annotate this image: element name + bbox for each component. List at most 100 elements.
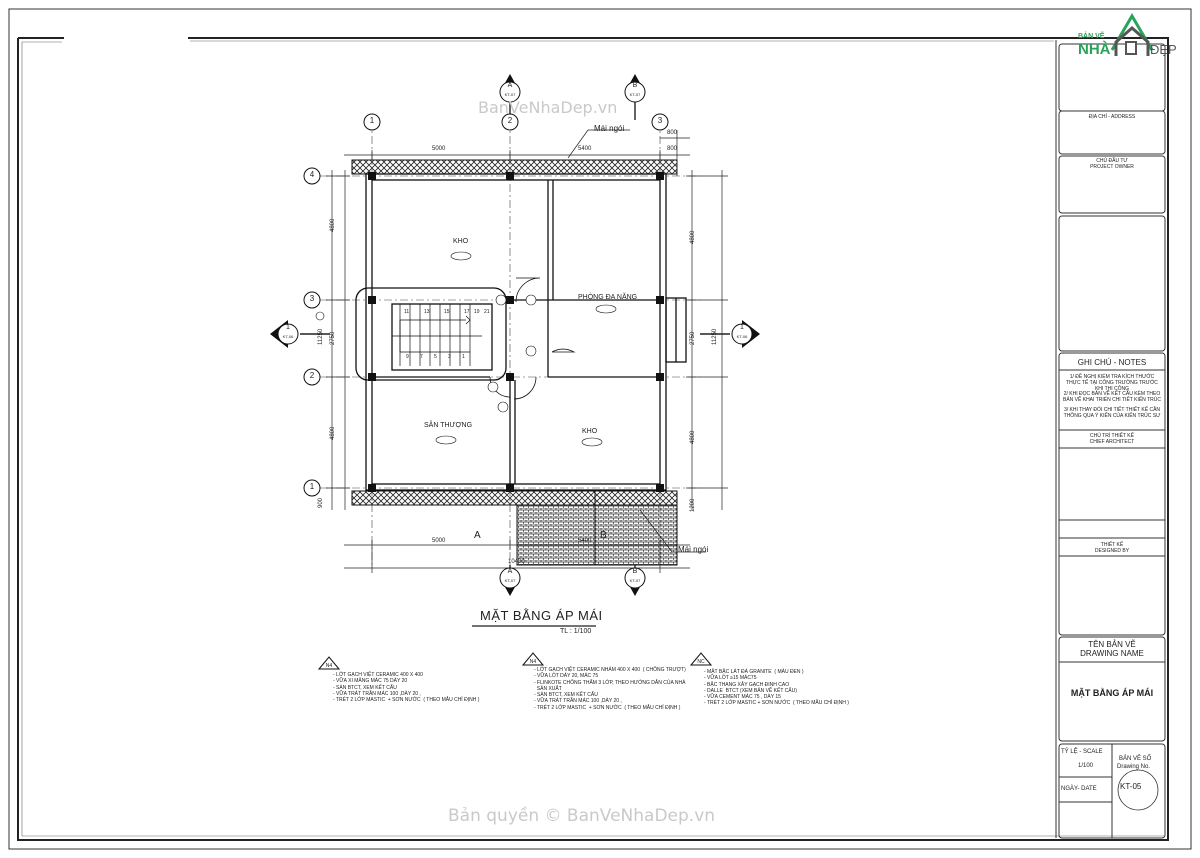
note-3: 3/ KHI THAY ĐỔI CHI TIẾT THIẾT KẾ CẦN TH… <box>1063 407 1161 419</box>
logo-text-right: ĐẸP <box>1150 42 1177 57</box>
chief-label-en: CHIEF ARCHITECT <box>1089 439 1135 445</box>
dim-right: 1200 <box>690 498 696 512</box>
legend-line: - VỮA XI MĂNG MÁC 75 DÀY 20 <box>333 678 408 685</box>
watermark-bottom: Bản quyền © BanVeNhaDep.vn <box>448 806 716 826</box>
notes-title: GHI CHÚ - NOTES <box>1077 358 1147 367</box>
legend-line: - LỚT GẠCH VIỆT CERAMIC 400 X 400 <box>333 672 423 678</box>
dim-bottom-total: 10400 <box>508 559 525 565</box>
drawing-no-label-en: Drawing No. <box>1117 764 1151 770</box>
roof-label-top: Mái ngói <box>594 124 625 133</box>
drawing-name-label-vi: TÊN BẢN VẼ <box>1088 640 1136 649</box>
legend-line: - TRÉT 2 LỚP MASTIC + SƠN NƯỚC ( THEO MẪ… <box>704 700 849 707</box>
scale-value: 1/100 <box>1077 763 1093 769</box>
stair-number: 7 <box>420 354 423 360</box>
section-mark-number: 1 <box>286 324 290 331</box>
section-mark-letter: B <box>632 568 638 575</box>
legend-tag-icon <box>689 652 713 666</box>
dim-left: 4800 <box>330 426 336 440</box>
grid-row-label: 3 <box>309 294 315 303</box>
stair-number: 21 <box>484 309 490 315</box>
legend-line: - VỮA TRÁT TRẦN MÁC 100 ,DÀY 20 , <box>534 698 622 705</box>
dim-right: 4800 <box>690 230 696 244</box>
legend-lines: - MẶT BẬC LÁT ĐÁ GRANITE ( MÀU ĐEN )- VỮ… <box>704 669 849 707</box>
dim-right: 2750 <box>690 331 696 345</box>
address-label: ĐỊA CHỈ - ADDRESS <box>1088 114 1136 120</box>
logo-text-main: NHÀ <box>1078 41 1111 58</box>
owner-label-vi: CHỦ ĐẦU TƯ <box>1096 158 1128 164</box>
grid-row-label: 2 <box>309 371 315 380</box>
dim-left: 4800 <box>330 218 336 232</box>
legend-line: - SÀN BTCT, XEM KẾT CẤU <box>333 684 397 691</box>
title-block <box>1055 40 1166 839</box>
roof-plan <box>270 74 760 627</box>
chief-label-vi: CHỦ TRÌ THIẾT KẾ <box>1090 433 1134 439</box>
owner-label-en: PROJECT OWNER <box>1090 164 1134 170</box>
drawing-no-label-vi: BẢN VẼ SỐ <box>1119 756 1152 762</box>
note-2: 2/ KHI ĐỌC BẢN VẼ KẾT CẤU KÈM THEO BẢN V… <box>1063 391 1161 403</box>
legend-lines: - LỚT GẠCH VIỆT CERAMIC 400 X 400- VỮA X… <box>333 672 479 703</box>
legend-line: - FLINKOTE CHỐNG THẤM 3 LỚP, THEO HƯỚNG … <box>534 679 686 686</box>
dim-top: 800 <box>667 130 678 136</box>
plan-scale: TL : 1/100 <box>560 628 592 635</box>
designed-label-vi: THIẾT KẾ <box>1100 542 1124 548</box>
legend-line: - TRÉT 2 LỚP MASTIC + SƠN NƯỚC ( THEO MẪ… <box>534 704 681 711</box>
grid-col-label: 2 <box>507 116 513 125</box>
dim-right: 4800 <box>690 430 696 444</box>
stair-number: 13 <box>424 309 430 315</box>
house-logo-icon <box>1110 13 1154 56</box>
section-mark-sheet: KT-07 <box>629 92 641 97</box>
legend-line: - SÀN BTCT, XEM KẾT CẤU <box>534 692 598 699</box>
dim-left: 2750 <box>330 331 336 345</box>
dim-left: 900 <box>318 497 324 508</box>
legend-tag: N4 <box>325 663 333 669</box>
note-1: 1/ ĐỀ NGHỊ KIỂM TRA KÍCH THƯỚC THỰC TẾ T… <box>1066 374 1158 392</box>
drawing-name-label-en: DRAWING NAME <box>1080 649 1144 658</box>
legend-line: - VỮA LÓT ≥15 MÁC75 <box>704 675 757 682</box>
designed-label-en: DESIGNED BY <box>1094 548 1130 554</box>
section-mark-sheet: KT-07 <box>629 578 641 583</box>
legend-line: - VỮA LÓT DÀY 20, MÁC 75 <box>534 673 599 680</box>
drawing-name: MẶT BẰNG ÁP MÁI <box>1070 688 1154 698</box>
legend-tag: N4 <box>529 659 537 665</box>
grid-row-label: 4 <box>309 170 315 179</box>
dim-left-total: 11250 <box>318 328 324 345</box>
legend-line: - MẶT BẬC LÁT ĐÁ GRANITE ( MÀU ĐEN ) <box>704 669 804 675</box>
legend-line: - VỮA TRÁT TRẦN MÁC 100 ,DÀY 20 , <box>333 690 421 697</box>
dim-top: 800 <box>667 146 678 152</box>
stair-number: 9 <box>406 354 409 360</box>
section-mark-letter: A <box>507 82 513 89</box>
legend-line: - BẬC THANG XÂY GẠCH ĐINH CAO <box>704 681 790 688</box>
legend-line: - VỮA CEMENT MÁC 75 , DÀY 15 <box>704 694 781 701</box>
grid-row-label: 1 <box>309 482 315 491</box>
section-mark-sheet: KT-06 <box>282 334 294 339</box>
watermark-top: BanVeNhaDep.vn <box>478 98 618 117</box>
section-mark-letter: A <box>507 568 513 575</box>
grid-col-label: 3 <box>657 116 663 125</box>
legend-line: SẢN XUẤT <box>534 685 562 692</box>
stair-number: 15 <box>444 309 450 315</box>
cut-label: A <box>474 530 481 541</box>
section-mark-sheet: KT-07 <box>504 92 516 97</box>
dim-bottom: 5000 <box>432 538 446 544</box>
section-mark-sheet: KT-06 <box>736 334 748 339</box>
plan-title: MẶT BẰNG ÁP MÁI <box>480 608 603 623</box>
dim-right-total: 11250 <box>712 328 718 345</box>
legend-line: - TRÉT 2 LỚP MASTIC + SƠN NƯỚC ( THEO MẪ… <box>333 697 480 704</box>
scale-label: TỶ LỆ - SCALE <box>1061 749 1103 755</box>
drawing-number: KT-05 <box>1120 782 1142 791</box>
grid-col-label: 1 <box>369 116 375 125</box>
stair-number: 11 <box>404 309 410 315</box>
legend-tag: NC <box>697 659 705 665</box>
section-mark-number: 1 <box>740 324 744 331</box>
dim-top: 5000 <box>432 146 446 152</box>
stair-number: 3 <box>448 354 451 360</box>
stair-number: 17 <box>464 309 470 315</box>
stair-number: 5 <box>434 354 437 360</box>
date-label: NGÀY- DATE <box>1061 786 1097 792</box>
legend-tag-icon <box>521 652 545 666</box>
room-label: PHÒNG ĐA NĂNG <box>578 294 638 301</box>
logo-text-left: BẢN VẼ <box>1078 33 1105 40</box>
section-mark-sheet: KT-07 <box>504 578 516 583</box>
legend-tag-icon <box>317 656 341 670</box>
